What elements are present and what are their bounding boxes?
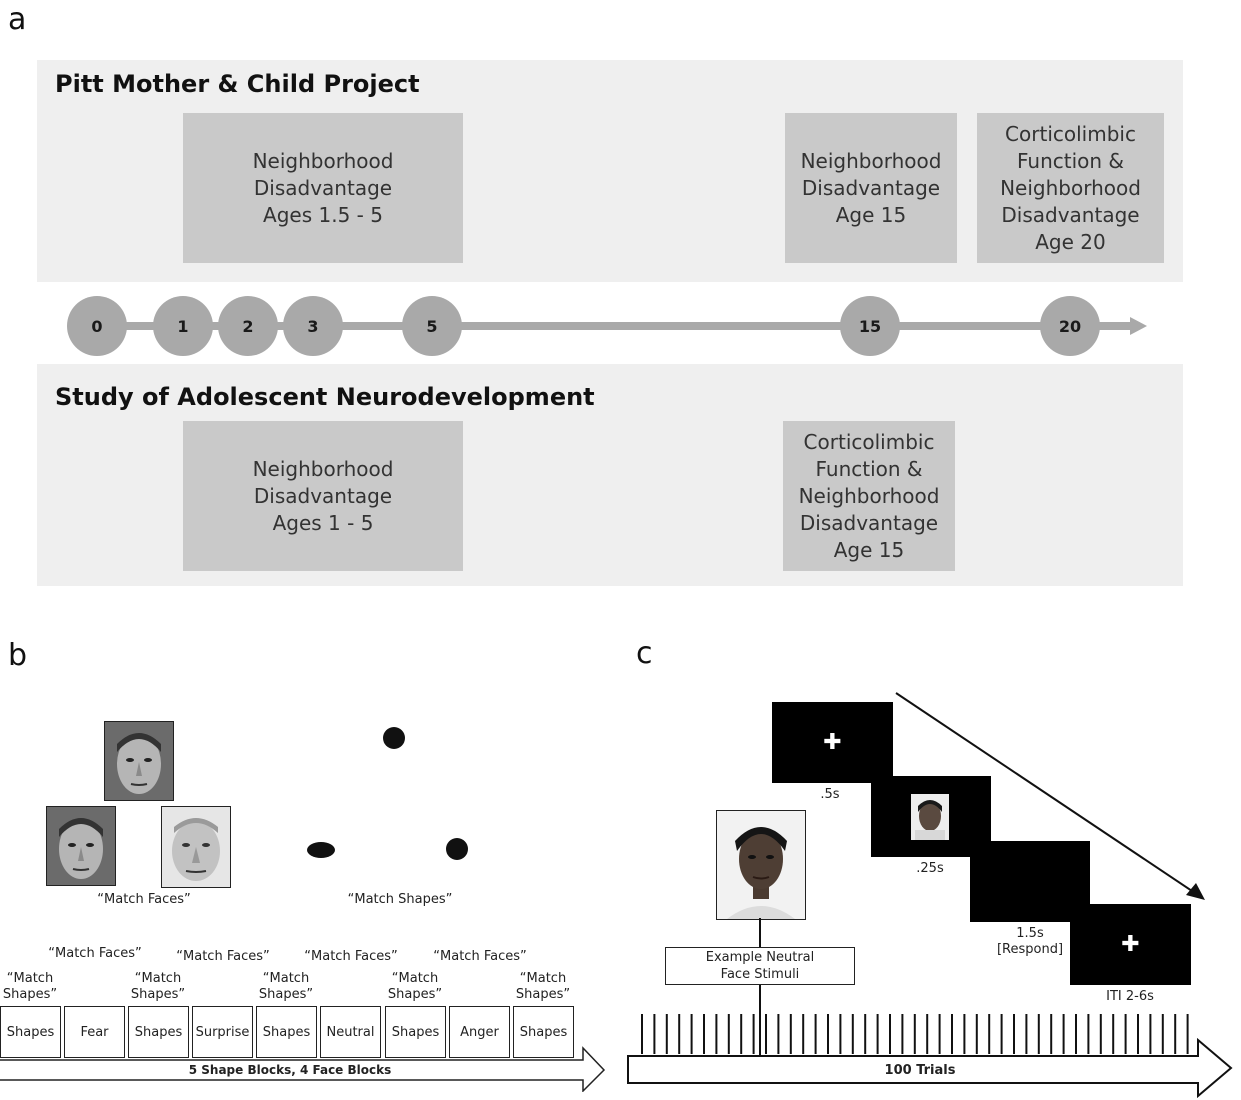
face-option-right <box>161 806 231 888</box>
pitt-box-early: Neighborhood Disadvantage Ages 1.5 - 5 <box>183 113 463 263</box>
match-shapes-caption: “Match Shapes” <box>347 892 453 907</box>
time-label-face: .25s <box>916 861 944 876</box>
timeline-node-5: 5 <box>402 296 462 356</box>
screen-fixation: ✚ <box>772 702 893 783</box>
trial-ticks <box>641 1014 1189 1054</box>
example-face-label-box: Example Neutral Face Stimuli <box>665 947 855 985</box>
face-target <box>104 721 174 801</box>
time-diagonal-arrow <box>895 692 1205 900</box>
block-8: Anger <box>449 1006 510 1058</box>
fixation-cross-icon: ✚ <box>823 730 842 755</box>
sand-box-age15: Corticolimbic Function & Neighborhood Di… <box>783 421 955 571</box>
block-1: Shapes <box>0 1006 61 1058</box>
block-6: Neutral <box>320 1006 381 1058</box>
block-label-shapes-2: “Match Shapes” <box>130 971 186 1002</box>
panel-c-letter: c <box>636 636 653 671</box>
block-3: Shapes <box>128 1006 189 1058</box>
panel-a-letter: a <box>8 2 27 37</box>
block-9: Shapes <box>513 1006 574 1058</box>
example-neutral-face <box>716 810 806 920</box>
face-option-left <box>46 806 116 886</box>
block-label-faces-1: “Match Faces” <box>48 946 142 961</box>
timeline-node-1: 1 <box>153 296 213 356</box>
block-label-shapes-1: “Match Shapes” <box>2 971 58 1002</box>
pitt-study-title: Pitt Mother & Child Project <box>55 70 420 98</box>
blocks-arrow-label: 5 Shape Blocks, 4 Face Blocks <box>188 1063 392 1077</box>
blocks-arrow <box>0 1046 606 1092</box>
timeline-node-15: 15 <box>840 296 900 356</box>
block-label-shapes-3: “Match Shapes” <box>258 971 314 1002</box>
shape-option-left <box>307 842 335 858</box>
time-label-fixation: .5s <box>820 787 840 802</box>
block-label-faces-3: “Match Faces” <box>304 949 398 964</box>
trials-arrow <box>627 1038 1233 1098</box>
shape-option-right <box>446 838 468 860</box>
sand-study-title: Study of Adolescent Neurodevelopment <box>55 383 595 411</box>
timeline-node-0: 0 <box>67 296 127 356</box>
sand-box-early: Neighborhood Disadvantage Ages 1 - 5 <box>183 421 463 571</box>
face-thumbnail <box>911 794 949 840</box>
block-label-faces-4: “Match Faces” <box>433 949 527 964</box>
block-5: Shapes <box>256 1006 317 1058</box>
block-label-shapes-5: “Match Shapes” <box>515 971 571 1002</box>
block-2: Fear <box>64 1006 125 1058</box>
timeline-node-20: 20 <box>1040 296 1100 356</box>
screen-iti: ✚ <box>1070 904 1191 985</box>
block-7: Shapes <box>385 1006 446 1058</box>
shapes-triad <box>307 727 468 860</box>
block-4: Surprise <box>192 1006 253 1058</box>
pitt-box-age20: Corticolimbic Function & Neighborhood Di… <box>977 113 1164 263</box>
pitt-box-age15: Neighborhood Disadvantage Age 15 <box>785 113 957 263</box>
match-faces-caption: “Match Faces” <box>97 892 191 907</box>
timeline-node-2: 2 <box>218 296 278 356</box>
iti-fixation-cross-icon: ✚ <box>1121 932 1140 957</box>
trials-arrow-label: 100 Trials <box>884 1063 956 1078</box>
time-label-iti: ITI 2-6s <box>1106 989 1154 1004</box>
panel-b-letter: b <box>8 638 28 673</box>
timeline-node-3: 3 <box>283 296 343 356</box>
example-face-connector <box>759 918 761 948</box>
block-label-shapes-4: “Match Shapes” <box>387 971 443 1002</box>
time-label-respond: 1.5s [Respond] <box>996 926 1064 957</box>
block-label-faces-2: “Match Faces” <box>176 949 270 964</box>
example-label-connector <box>759 985 761 1055</box>
shape-target <box>383 727 405 749</box>
